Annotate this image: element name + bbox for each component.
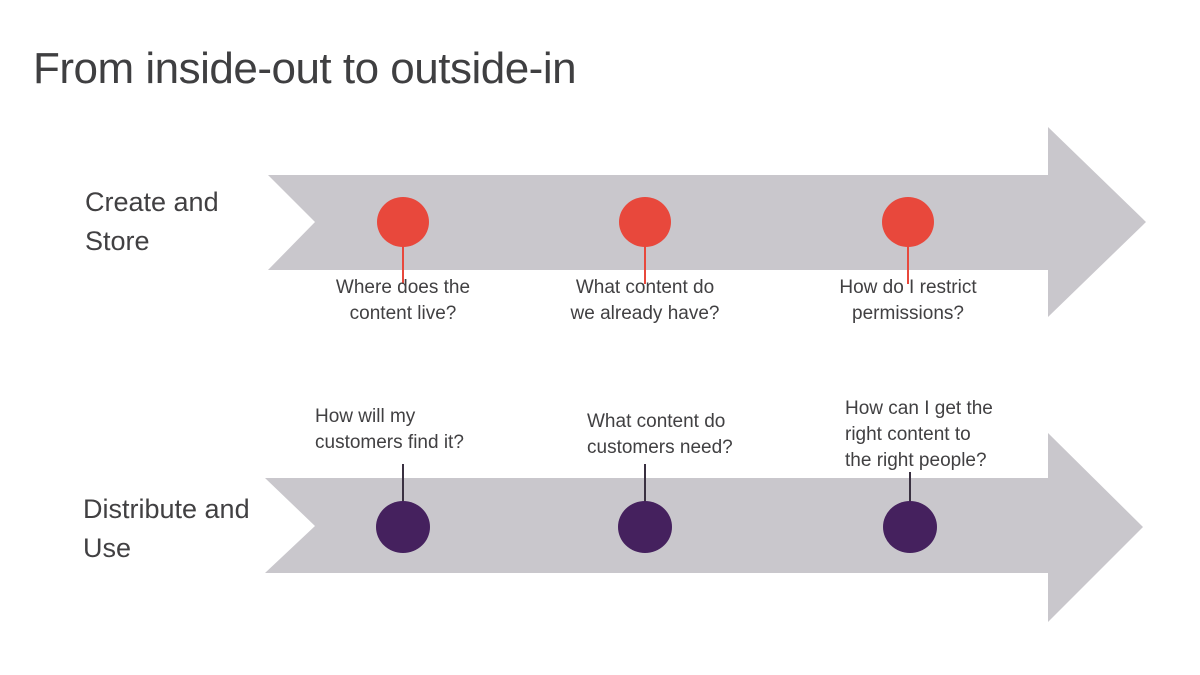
question-top-3: How do I restrict permissions? (839, 277, 977, 324)
distribute-use-arrow (265, 433, 1143, 622)
milestone-dot-red-1 (377, 197, 429, 247)
question-top-2: What content do we already have? (570, 277, 720, 324)
row-label-create-store: Create and Store (85, 187, 219, 256)
milestone-dot-red-3 (882, 197, 934, 247)
milestone-dot-purple-2 (618, 501, 672, 553)
page-title: From inside-out to outside-in (33, 44, 577, 93)
question-bottom-2: What content do customers need? (587, 411, 733, 458)
question-bottom-1: How will my customers find it? (315, 406, 464, 453)
create-store-arrow (268, 127, 1146, 317)
milestone-dot-purple-1 (376, 501, 430, 553)
question-top-1: Where does the content live? (335, 277, 471, 324)
milestone-dot-red-2 (619, 197, 671, 247)
row-label-distribute-use: Distribute and Use (83, 494, 250, 563)
milestone-dot-purple-3 (883, 501, 937, 553)
question-bottom-3: How can I get the right content to the r… (845, 398, 993, 471)
